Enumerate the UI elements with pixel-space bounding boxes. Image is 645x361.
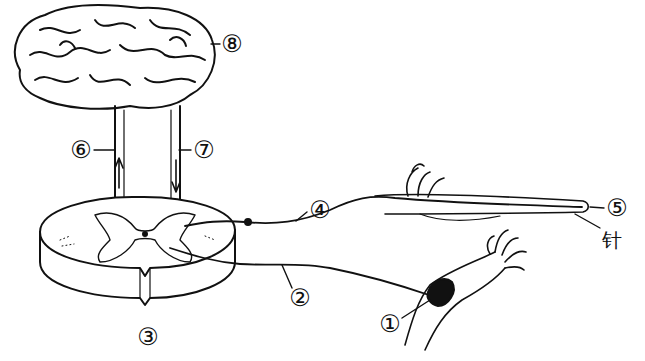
part-label: 针 — [602, 229, 622, 251]
callout-number: ③ — [137, 324, 159, 350]
callout-number: ⑦ — [193, 137, 215, 163]
callout-number: ② — [289, 285, 311, 311]
callout-number: ④ — [309, 197, 331, 223]
callout-number: ⑥ — [70, 137, 92, 163]
callout-number: ⑧ — [221, 31, 243, 57]
callout-number: ⑤ — [606, 195, 628, 221]
callout-number: ① — [379, 311, 401, 337]
